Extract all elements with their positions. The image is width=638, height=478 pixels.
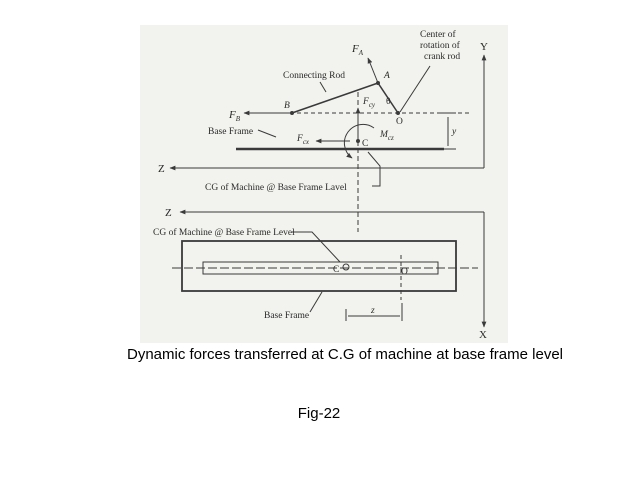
label-base-frame-top: Base Frame bbox=[208, 127, 253, 137]
label-center-rotation-2: rotation of bbox=[420, 40, 461, 51]
label-o-plan: O bbox=[401, 267, 408, 277]
connecting-rod-line bbox=[291, 82, 379, 114]
cg-leader-top bbox=[367, 151, 381, 187]
plan-c-marker bbox=[342, 263, 350, 271]
label-fb: FB bbox=[228, 109, 241, 123]
label-theta: θ bbox=[386, 97, 391, 107]
base-frame-leader bbox=[257, 129, 277, 138]
label-cg-plan: CG of Machine @ Base Frame Level bbox=[153, 227, 295, 238]
label-y-dimension: y bbox=[451, 127, 457, 137]
label-connecting-rod: Connecting Rod bbox=[283, 71, 345, 81]
figure-caption: Dynamic forces transferred at C.G of mac… bbox=[126, 346, 563, 363]
label-z-axis-plan: Z bbox=[165, 207, 172, 219]
paper-background bbox=[140, 25, 508, 343]
point-c bbox=[356, 139, 360, 143]
center-rotation-leader bbox=[399, 65, 431, 113]
label-fcx: Fcx bbox=[296, 134, 310, 146]
label-center-rotation-1: Center of bbox=[420, 29, 456, 40]
point-b bbox=[290, 111, 294, 115]
figure-number: Fig-22 bbox=[297, 405, 341, 422]
plan-cg-leader bbox=[292, 231, 341, 263]
label-c-top: C bbox=[362, 139, 368, 149]
label-mcz: Mcz bbox=[379, 130, 394, 142]
crank-line bbox=[377, 82, 399, 114]
point-a bbox=[376, 81, 380, 85]
point-o bbox=[396, 111, 400, 115]
label-z-axis-top: Z bbox=[158, 163, 165, 175]
base-frame-outer bbox=[181, 240, 457, 292]
label-base-frame-plan: Base Frame bbox=[264, 311, 309, 321]
label-fcy: Fcy bbox=[362, 97, 376, 109]
label-c-plan: C bbox=[333, 265, 339, 275]
fa-arrow bbox=[367, 57, 379, 84]
moment-arc bbox=[343, 123, 375, 159]
label-z-dimension: z bbox=[370, 306, 375, 316]
label-y-axis: Y bbox=[480, 41, 488, 53]
label-a: A bbox=[383, 71, 390, 81]
label-x-axis: X bbox=[479, 329, 487, 341]
label-cg-top: CG of Machine @ Base Frame Lavel bbox=[205, 182, 347, 193]
plan-base-frame-leader bbox=[309, 291, 323, 313]
label-b: B bbox=[284, 101, 290, 111]
label-center-rotation-3: crank rod bbox=[424, 52, 460, 62]
label-fa: FA bbox=[351, 43, 364, 57]
label-o: O bbox=[396, 117, 403, 127]
connecting-rod-leader bbox=[319, 81, 327, 93]
